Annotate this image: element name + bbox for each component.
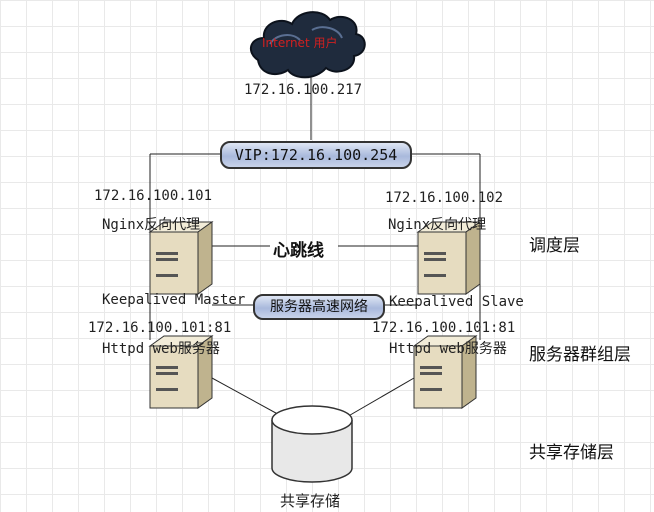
layer-storage: 共享存储层 xyxy=(529,443,614,463)
public-ip-label: 172.16.100.217 xyxy=(244,82,363,98)
right-nginx-server-icon xyxy=(416,221,482,295)
left-web-role: Httpd web服务器 xyxy=(102,341,220,357)
left-nginx-server-icon xyxy=(148,221,214,295)
right-lb-ip: 172.16.100.102 xyxy=(385,190,504,206)
internet-cloud-icon xyxy=(249,11,366,79)
right-web-role: Httpd web服务器 xyxy=(389,341,507,357)
right-lb-ha: Keepalived Slave xyxy=(389,294,524,310)
vip-pill: VIP:172.16.100.254 xyxy=(220,141,412,169)
shared-storage-icon xyxy=(271,405,353,483)
storage-label: 共享存储 xyxy=(280,492,341,510)
left-web-server-icon xyxy=(148,335,214,409)
heartbeat-label: 心跳线 xyxy=(273,241,324,261)
left-lb-ip: 172.16.100.101 xyxy=(94,188,213,204)
left-lb-role: Nginx反向代理 xyxy=(102,217,201,233)
right-lb-role: Nginx反向代理 xyxy=(388,217,487,233)
left-lb-ha: Keepalived Master xyxy=(102,292,246,308)
connector-lines xyxy=(149,70,481,419)
layer-scheduling: 调度层 xyxy=(529,236,580,256)
layer-server-group: 服务器群组层 xyxy=(529,345,631,365)
left-web-ip: 172.16.100.101:81 xyxy=(88,320,232,336)
cloud-label: Internet 用户 xyxy=(262,36,338,50)
network-pill: 服务器高速网络 xyxy=(253,294,385,320)
right-web-server-icon xyxy=(412,335,478,409)
right-web-ip: 172.16.100.101:81 xyxy=(372,320,516,336)
